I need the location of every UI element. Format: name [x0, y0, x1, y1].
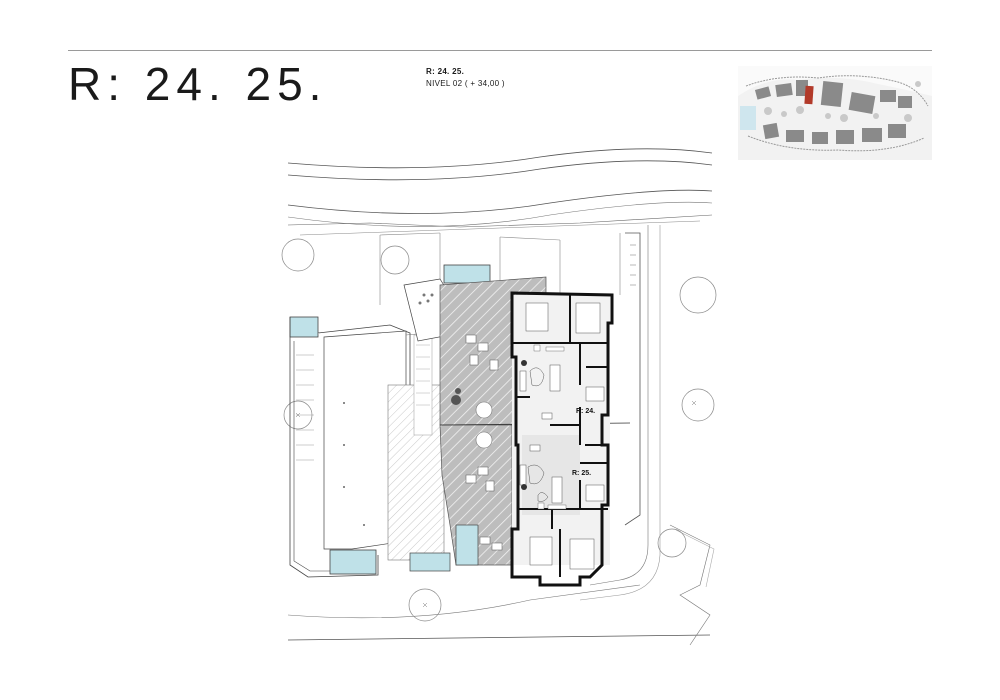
location-keyplan — [738, 66, 932, 160]
unit-label-r24: R: 24. — [576, 408, 595, 415]
header-rule — [68, 50, 932, 51]
caption-unit: R: 24. 25. — [426, 67, 465, 76]
keyplan-highlight — [804, 85, 814, 105]
plan-caption: R: 24. 25. NIVEL 02 ( + 34,00 ) — [426, 66, 505, 90]
caption-level: NIVEL 02 ( + 34,00 ) — [426, 79, 505, 88]
floor-plan: R: 24. R: 25. — [281, 148, 717, 646]
unit-label-r25: R: 25. — [572, 470, 591, 477]
page-title: R: 24. 25. — [68, 58, 328, 110]
